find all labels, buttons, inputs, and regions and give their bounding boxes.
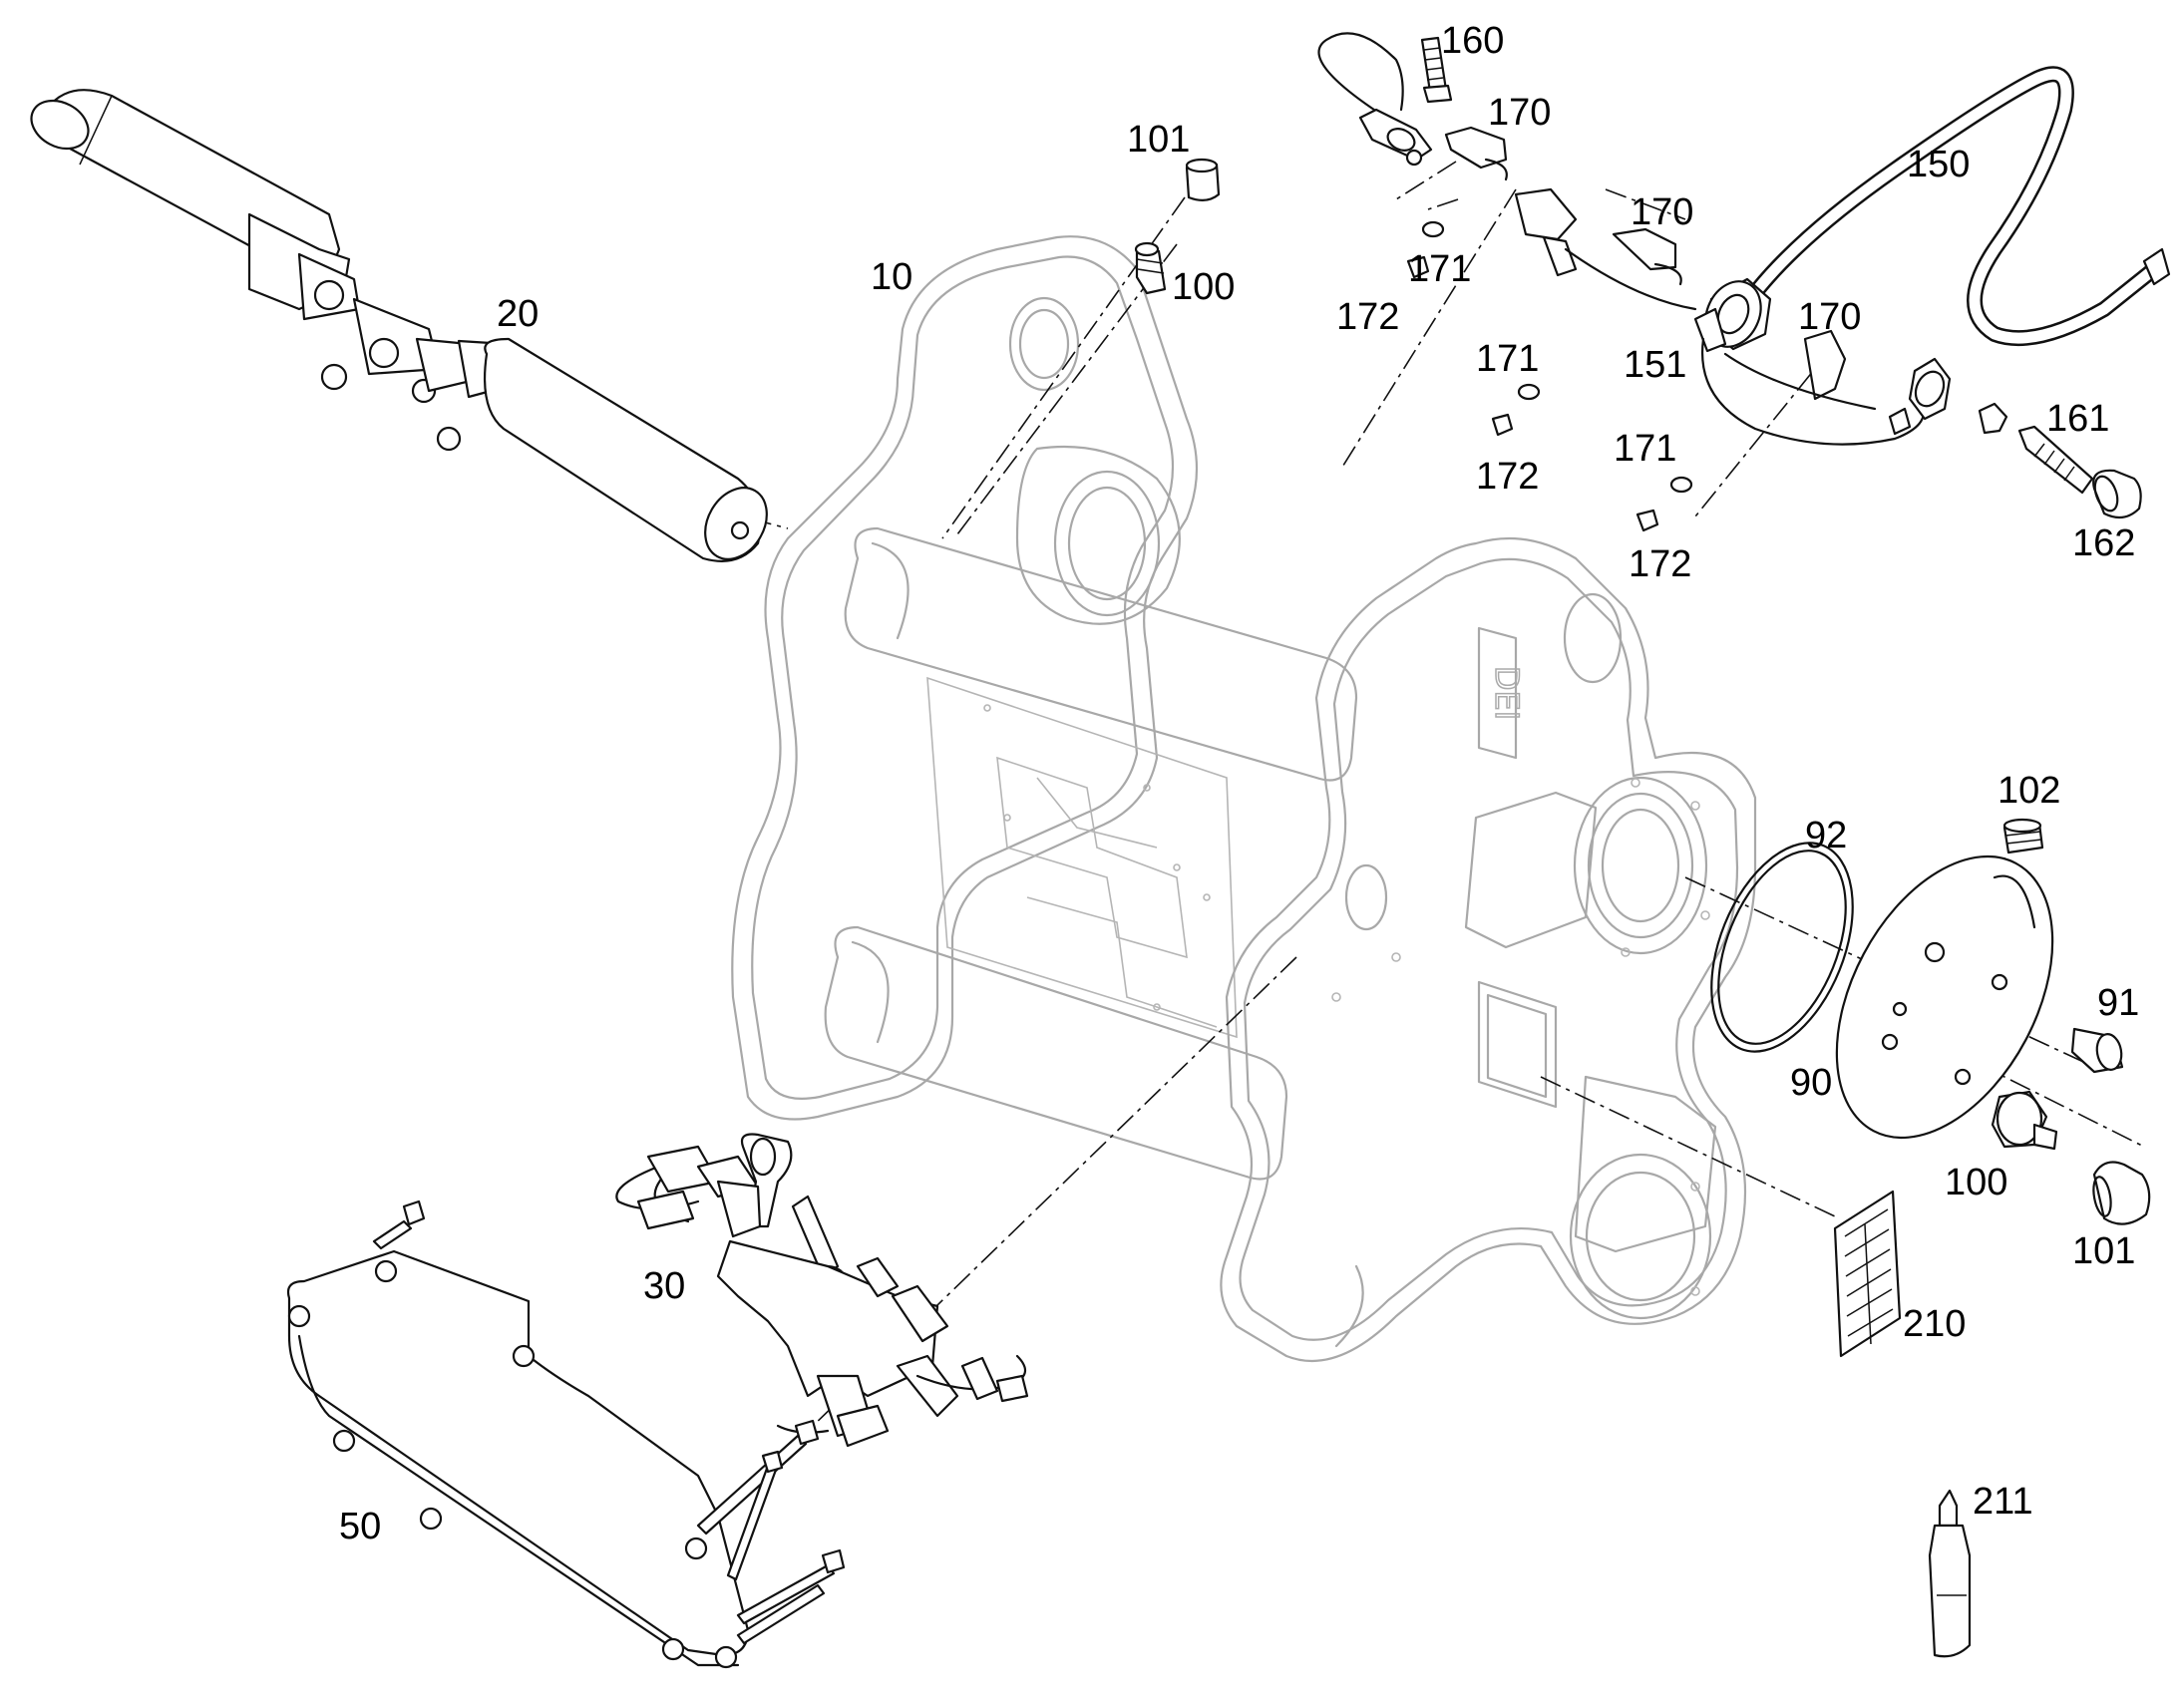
callout-172-b: 172 [1476,456,1539,498]
callout-161: 161 [2046,398,2109,440]
callout-50: 50 [339,1506,381,1547]
callout-30: 30 [643,1265,685,1307]
callout-151: 151 [1624,344,1686,386]
sensor-cable-assembly [1317,32,2171,532]
callout-10: 10 [871,256,912,298]
assembly-centerlines [749,161,2145,1432]
fitting-100-top [1134,241,1167,295]
valve-assembly-part-30 [615,1133,1029,1448]
screw-part-91 [2070,1027,2124,1074]
callout-100-bottom: 100 [1945,1162,2007,1203]
callout-211: 211 [1973,1481,2033,1523]
callout-160: 160 [1441,20,1504,62]
fitting-100-bottom [1991,1090,2058,1151]
callout-162: 162 [2072,522,2135,564]
callout-92: 92 [1805,815,1847,856]
callout-171-b: 171 [1476,338,1539,380]
callout-171-c: 171 [1614,428,1676,470]
callout-101-top: 101 [1127,119,1190,161]
callout-102: 102 [1998,770,2060,812]
callout-171-a: 171 [1408,248,1471,290]
callout-170-a: 170 [1488,92,1551,134]
o-ring-part-92 [1710,842,1854,1053]
callout-170-b: 170 [1631,191,1693,233]
bottle-part-211 [1928,1489,1972,1658]
cap-101-bottom [2092,1161,2151,1225]
callout-91: 91 [2097,982,2139,1024]
cap-101-top [1185,158,1221,201]
cylinder-part-20 [30,89,768,562]
guard-plate-part-50 [286,1199,846,1669]
callout-172-c: 172 [1629,543,1691,585]
callout-170-c: 170 [1798,296,1861,338]
callout-100-top: 100 [1172,266,1235,308]
callout-20: 20 [497,293,539,335]
callout-150: 150 [1907,144,1970,185]
callout-210: 210 [1903,1303,1966,1345]
plug-part-102 [2002,818,2044,854]
cover-plate-part-90 [1835,854,2054,1140]
callout-90: 90 [1790,1062,1832,1104]
callout-labels: 10 20 30 50 90 91 92 100 100 101 101 102… [339,20,2139,1547]
svg-text:DEI: DEI [1488,666,1526,720]
callout-172-a: 172 [1336,296,1399,338]
callout-101-bottom: 101 [2072,1230,2135,1272]
label-part-210 [1833,1190,1902,1358]
main-frame-part-10: DEI [731,235,1757,1363]
